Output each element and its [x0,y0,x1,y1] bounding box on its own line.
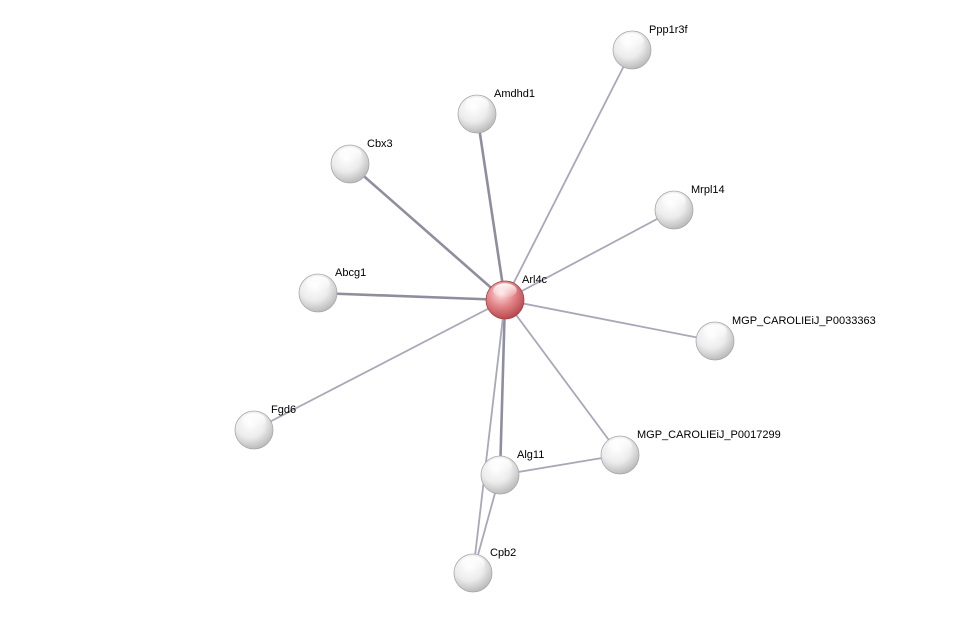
node-cpb2[interactable]: Cpb2 [453,547,516,593]
node-highlight [620,33,644,48]
node-layer: Arl4c Ppp1r3fAmdhd1Cbx3Mrpl14Abcg1MGP_CAR… [234,24,876,593]
node-fgd6[interactable]: Fgd6 [234,404,296,450]
node-label: MGP_CAROLIEiJ_P0033363 [732,315,876,327]
node-highlight [338,147,362,162]
node-label: Amdhd1 [494,88,535,100]
node-highlight [662,193,686,208]
node-label: Mrpl14 [691,184,725,196]
edge-alg11-mgp-carolieij-p0017299 [499,454,621,476]
node-cbx3[interactable]: Cbx3 [330,138,393,184]
node-mgp-carolieij-p0017299[interactable]: MGP_CAROLIEiJ_P0017299 [600,429,781,475]
node-label: Fgd6 [271,404,296,416]
node-highlight [703,324,727,339]
node-highlight [488,458,512,473]
edge-arl4c-alg11 [498,298,507,477]
node-label: Cbx3 [367,138,393,150]
edge-arl4c-amdhd1 [475,112,507,302]
node-ppp1r3f[interactable]: Ppp1r3f [612,24,688,70]
edge-arl4c-mrpl14 [504,209,675,301]
edge-arl4c-abcg1 [316,291,507,302]
node-label: MGP_CAROLIEiJ_P0017299 [637,429,781,441]
node-label: Cpb2 [490,547,516,559]
node-highlight [461,556,485,571]
node-label: Alg11 [517,449,544,461]
edge-arl4c-cbx3 [348,162,507,302]
node-abcg1[interactable]: Abcg1 [298,267,366,313]
edge-arl4c-mgp-carolieij-p0033363 [504,299,716,342]
node-arl4c[interactable]: Arl4c [485,274,548,320]
node-highlight [465,97,489,112]
node-mrpl14[interactable]: Mrpl14 [654,184,725,230]
edge-arl4c-ppp1r3f [504,49,633,301]
node-highlight [493,283,517,298]
edge-arl4c-fgd6 [253,299,506,431]
node-highlight [608,438,632,453]
node-highlight [306,276,330,291]
node-alg11[interactable]: Alg11 [480,449,544,495]
node-label: Abcg1 [335,267,366,279]
edge-arl4c-cpb2 [472,299,506,574]
node-label: Ppp1r3f [649,24,688,36]
node-amdhd1[interactable]: Amdhd1 [457,88,535,134]
node-mgp-carolieij-p0033363[interactable]: MGP_CAROLIEiJ_P0033363 [695,315,876,361]
node-highlight [242,413,266,428]
node-label: Arl4c [522,274,548,286]
edge-arl4c-mgp-carolieij-p0017299 [504,299,621,456]
